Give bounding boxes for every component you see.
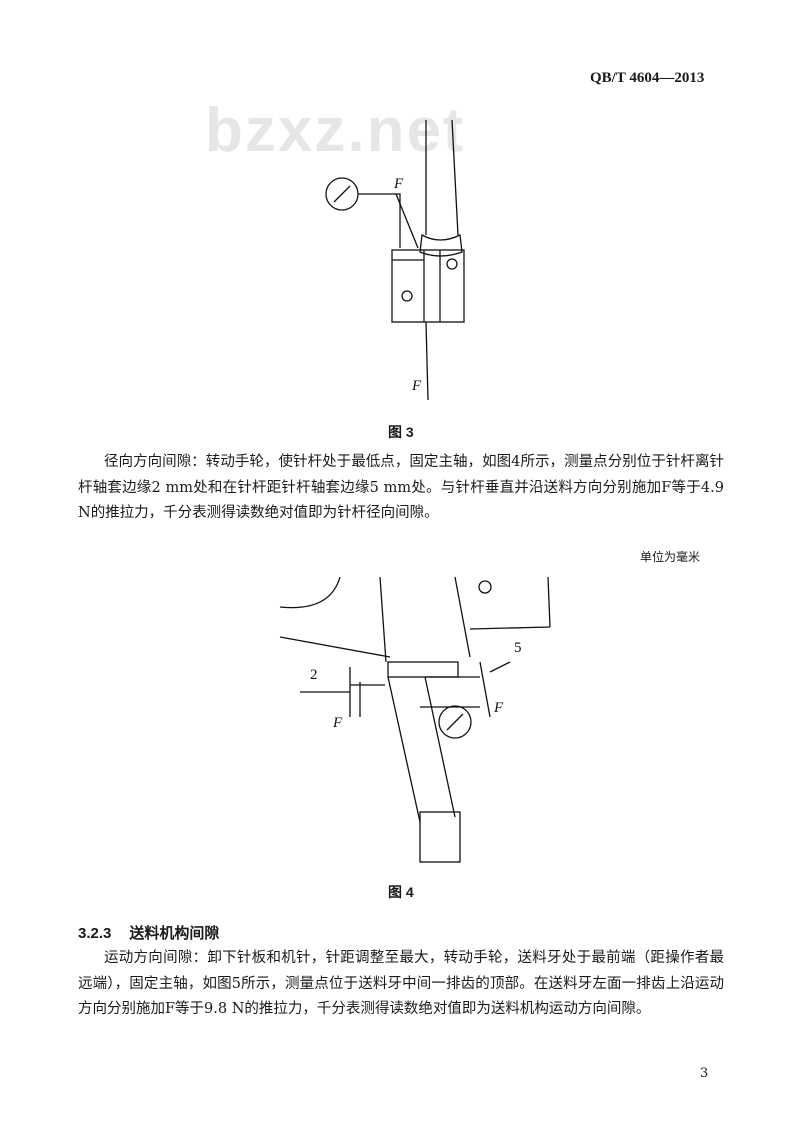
figure-3-caption: 图 3 [388,424,414,440]
page-number: 3 [700,1066,709,1081]
section-heading: 3.2.3 送料机构间隙 [78,922,237,943]
watermark: bzxz.net [205,96,466,165]
figure-3-force-bottom-label: F [411,378,422,394]
figure-4-force-right-label: F [493,700,504,716]
paragraph-feed-clearance: 运动方向间隙：卸下针板和机针，针距调整至最大，转动手轮，送料牙处于最前端（距操作… [78,950,724,1017]
section-title: 送料机构间隙 [129,925,220,942]
figure-4-dim-right-label: 5 [514,640,522,656]
paragraph-radial-clearance: 径向方向间隙：转动手轮，使针杆处于最低点，固定主轴，如图4所示，测量点分别位于针… [78,454,724,521]
unit-note: 单位为毫米 [640,550,701,564]
figure-4-caption: 图 4 [388,884,414,900]
figure-4-drawing: 2 5 F F [279,576,551,863]
section-number: 3.2.3 [78,925,112,942]
figure-4-dim-left-label: 2 [310,667,318,683]
figure-3-force-top-label: F [393,176,404,192]
figure-3-drawing: F F [325,119,465,401]
standard-code-header: QB/T 4604—2013 [590,70,705,86]
figure-4-force-left-label: F [332,715,343,731]
